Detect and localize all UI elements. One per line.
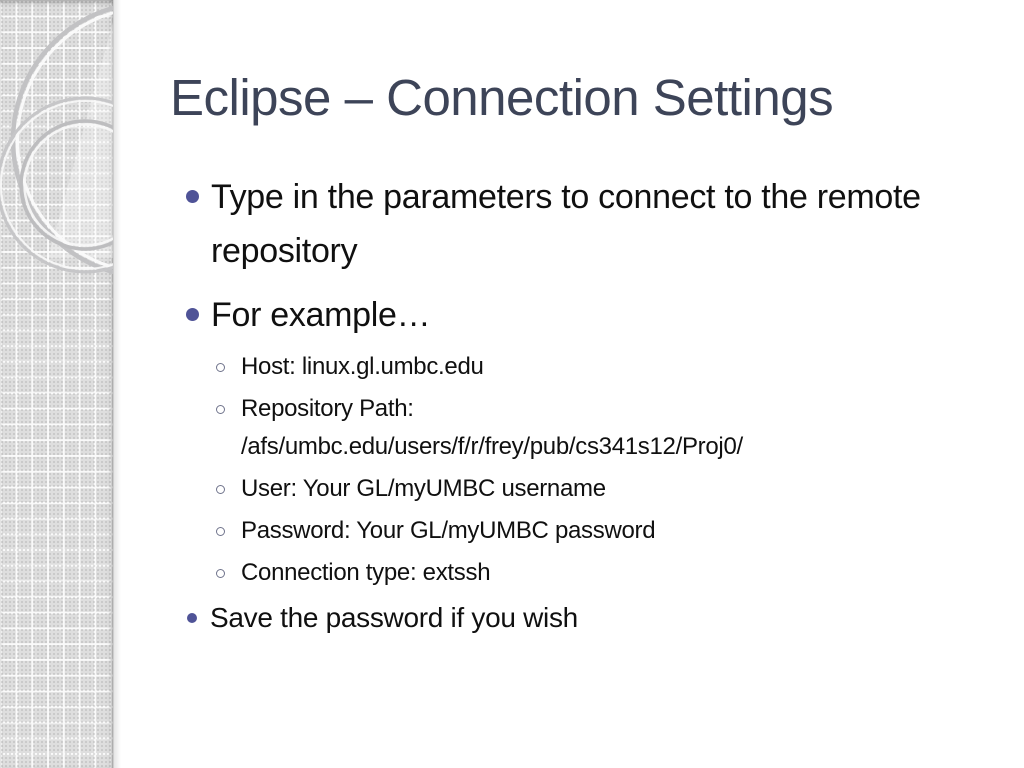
bullet-item: For example… bbox=[170, 288, 1006, 342]
bullet-dot-icon bbox=[186, 308, 199, 322]
sub-bullet-text: Password: Your GL/myUMBC password bbox=[241, 517, 656, 545]
bullet-text: Type in the parameters to connect to the… bbox=[211, 178, 921, 271]
sidebar-decoration bbox=[0, 0, 114, 768]
sub-bullet-text: User: Your GL/myUMBC username bbox=[241, 475, 606, 503]
sub-bullet-circle-icon bbox=[216, 405, 225, 415]
sub-bullet-item: User: Your GL/myUMBC username bbox=[170, 470, 1006, 508]
bullet-list: Type in the parameters to connect to the… bbox=[170, 170, 1006, 640]
sub-bullet-circle-icon bbox=[216, 485, 225, 495]
bullet-text: Save the password if you wish bbox=[210, 602, 578, 634]
bullet-text: For example… bbox=[211, 296, 431, 335]
sub-bullet-text: Repository Path: /afs/umbc.edu/users/f/r… bbox=[241, 395, 743, 461]
sub-bullet-circle-icon bbox=[216, 363, 225, 373]
sub-bullet-text: Host: linux.gl.umbc.edu bbox=[241, 353, 484, 381]
decorative-circles-icon bbox=[0, 5, 113, 275]
sub-bullet-item: Host: linux.gl.umbc.edu bbox=[170, 348, 1006, 386]
bullet-item: Save the password if you wish bbox=[170, 596, 1006, 640]
bullet-item: Type in the parameters to connect to the… bbox=[170, 170, 1006, 278]
sub-bullet-circle-icon bbox=[216, 527, 225, 537]
slide-title: Eclipse – Connection Settings bbox=[170, 69, 834, 126]
sub-bullet-text: Connection type: extssh bbox=[241, 559, 491, 587]
bullet-dot-icon bbox=[186, 190, 199, 204]
sub-bullet-item: Connection type: extssh bbox=[170, 554, 1006, 592]
strip-edge-shadow bbox=[114, 0, 121, 768]
sub-bullet-circle-icon bbox=[216, 569, 225, 579]
slide-content: Eclipse – Connection Settings Type in th… bbox=[170, 69, 1006, 640]
bullet-dot-icon bbox=[187, 613, 197, 624]
sub-bullet-item: Repository Path: /afs/umbc.edu/users/f/r… bbox=[170, 390, 1006, 466]
sub-bullet-item: Password: Your GL/myUMBC password bbox=[170, 512, 1006, 550]
